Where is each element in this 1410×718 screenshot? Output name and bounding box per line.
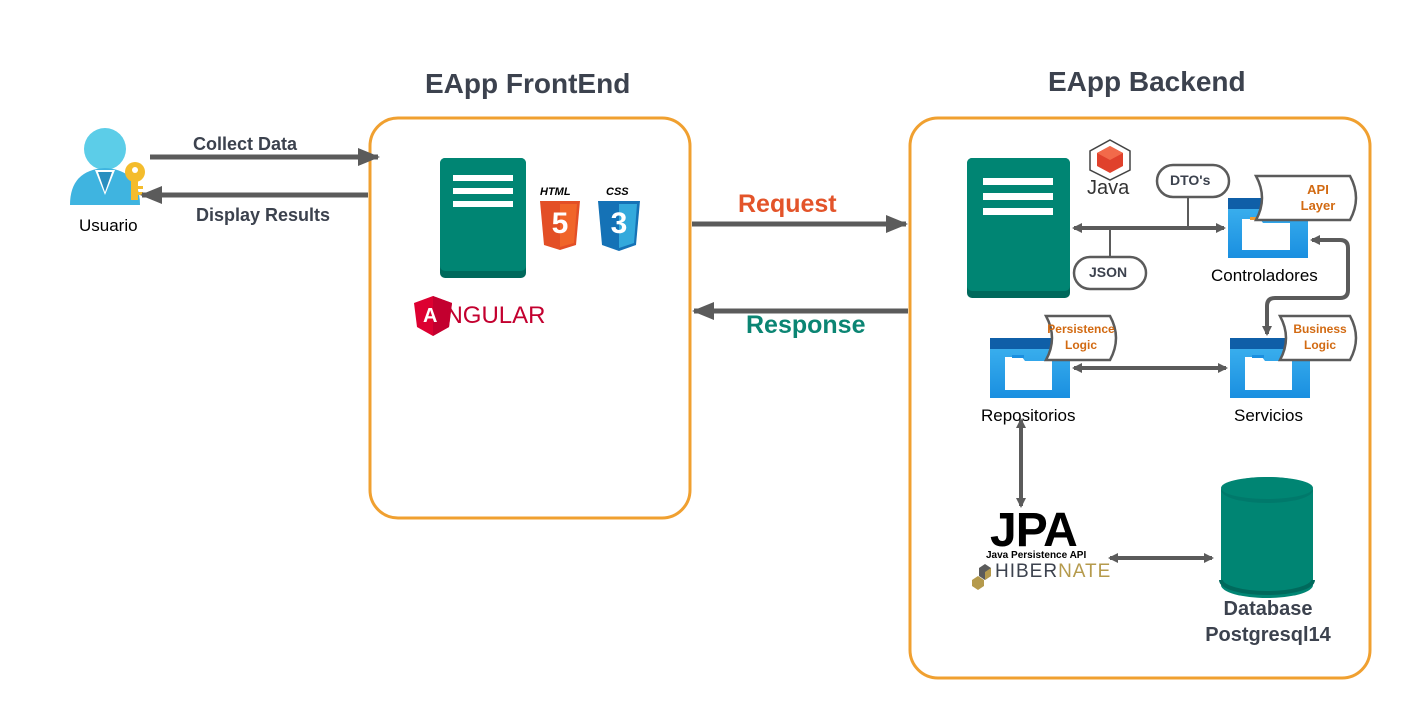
persistence-logic-text: Persistence Logic bbox=[1042, 321, 1120, 353]
persistence-logic-line1: Persistence bbox=[1047, 322, 1115, 336]
api-layer-line2: Layer bbox=[1300, 198, 1336, 213]
backend-container bbox=[908, 116, 1372, 680]
persistence-logic-line2: Logic bbox=[1065, 338, 1097, 352]
angular-logo-rest: NGULAR bbox=[445, 302, 546, 329]
api-layer-line1: API bbox=[1307, 182, 1329, 197]
hibernate-first: HIBER bbox=[995, 561, 1059, 582]
json-label: JSON bbox=[1089, 264, 1128, 280]
business-logic-text: Business Logic bbox=[1288, 321, 1352, 353]
html-logo-label: HTML bbox=[540, 186, 571, 198]
api-layer-flag bbox=[1253, 174, 1358, 222]
database-icon bbox=[1219, 477, 1315, 598]
key-icon bbox=[125, 162, 145, 200]
request-label: Request bbox=[738, 190, 837, 218]
dto-label: DTO's bbox=[1170, 172, 1211, 188]
business-logic-flag bbox=[1277, 314, 1358, 362]
hibernate-icon bbox=[972, 564, 991, 590]
repositorios-label: Repositorios bbox=[981, 406, 1076, 425]
json-pill bbox=[1072, 255, 1148, 291]
backend-server-icon bbox=[967, 158, 1070, 298]
collect-data-label: Collect Data bbox=[193, 134, 298, 154]
frontend-title: EApp FrontEnd bbox=[425, 68, 631, 99]
database-line1: Database bbox=[1223, 598, 1313, 620]
hibernate-text: HIBERNATE bbox=[995, 561, 1111, 583]
frontend-container bbox=[368, 116, 692, 520]
css3-icon: 3 bbox=[598, 201, 640, 251]
database-label: Database Postgresql14 bbox=[1188, 596, 1348, 648]
controladores-servicios-arrow bbox=[1262, 235, 1350, 336]
java-label: Java bbox=[1087, 177, 1130, 199]
repositorios-folder-icon bbox=[990, 338, 1070, 398]
persistence-logic-flag bbox=[1043, 314, 1118, 362]
database-line2: Postgresql14 bbox=[1205, 624, 1331, 646]
angular-icon bbox=[414, 296, 452, 336]
backend-title: EApp Backend bbox=[1048, 66, 1246, 97]
html5-icon: 5 bbox=[540, 201, 580, 250]
frontend-server-icon bbox=[440, 158, 526, 278]
svg-text:5: 5 bbox=[552, 207, 569, 240]
business-logic-line1: Business bbox=[1293, 322, 1347, 336]
user-label: Usuario bbox=[79, 216, 138, 235]
user-icon bbox=[70, 128, 140, 205]
dto-pill bbox=[1155, 163, 1231, 199]
business-logic-line2: Logic bbox=[1304, 338, 1336, 352]
jpa-title: JPA bbox=[990, 504, 1078, 557]
api-layer-text: API Layer bbox=[1288, 182, 1348, 214]
css-logo-label: CSS bbox=[606, 186, 629, 198]
response-label: Response bbox=[746, 311, 866, 339]
servicios-label: Servicios bbox=[1234, 406, 1303, 425]
display-results-label: Display Results bbox=[196, 205, 331, 225]
jpa-subtitle: Java Persistence API bbox=[986, 550, 1087, 561]
servicios-folder-icon bbox=[1230, 338, 1310, 398]
hibernate-rest: NATE bbox=[1058, 561, 1112, 582]
controladores-label: Controladores bbox=[1211, 266, 1318, 285]
svg-text:3: 3 bbox=[611, 207, 628, 240]
java-cube-icon bbox=[1089, 139, 1131, 181]
angular-logo-first: A bbox=[423, 305, 438, 327]
angular-logo-text: A NGULAR bbox=[423, 302, 546, 330]
